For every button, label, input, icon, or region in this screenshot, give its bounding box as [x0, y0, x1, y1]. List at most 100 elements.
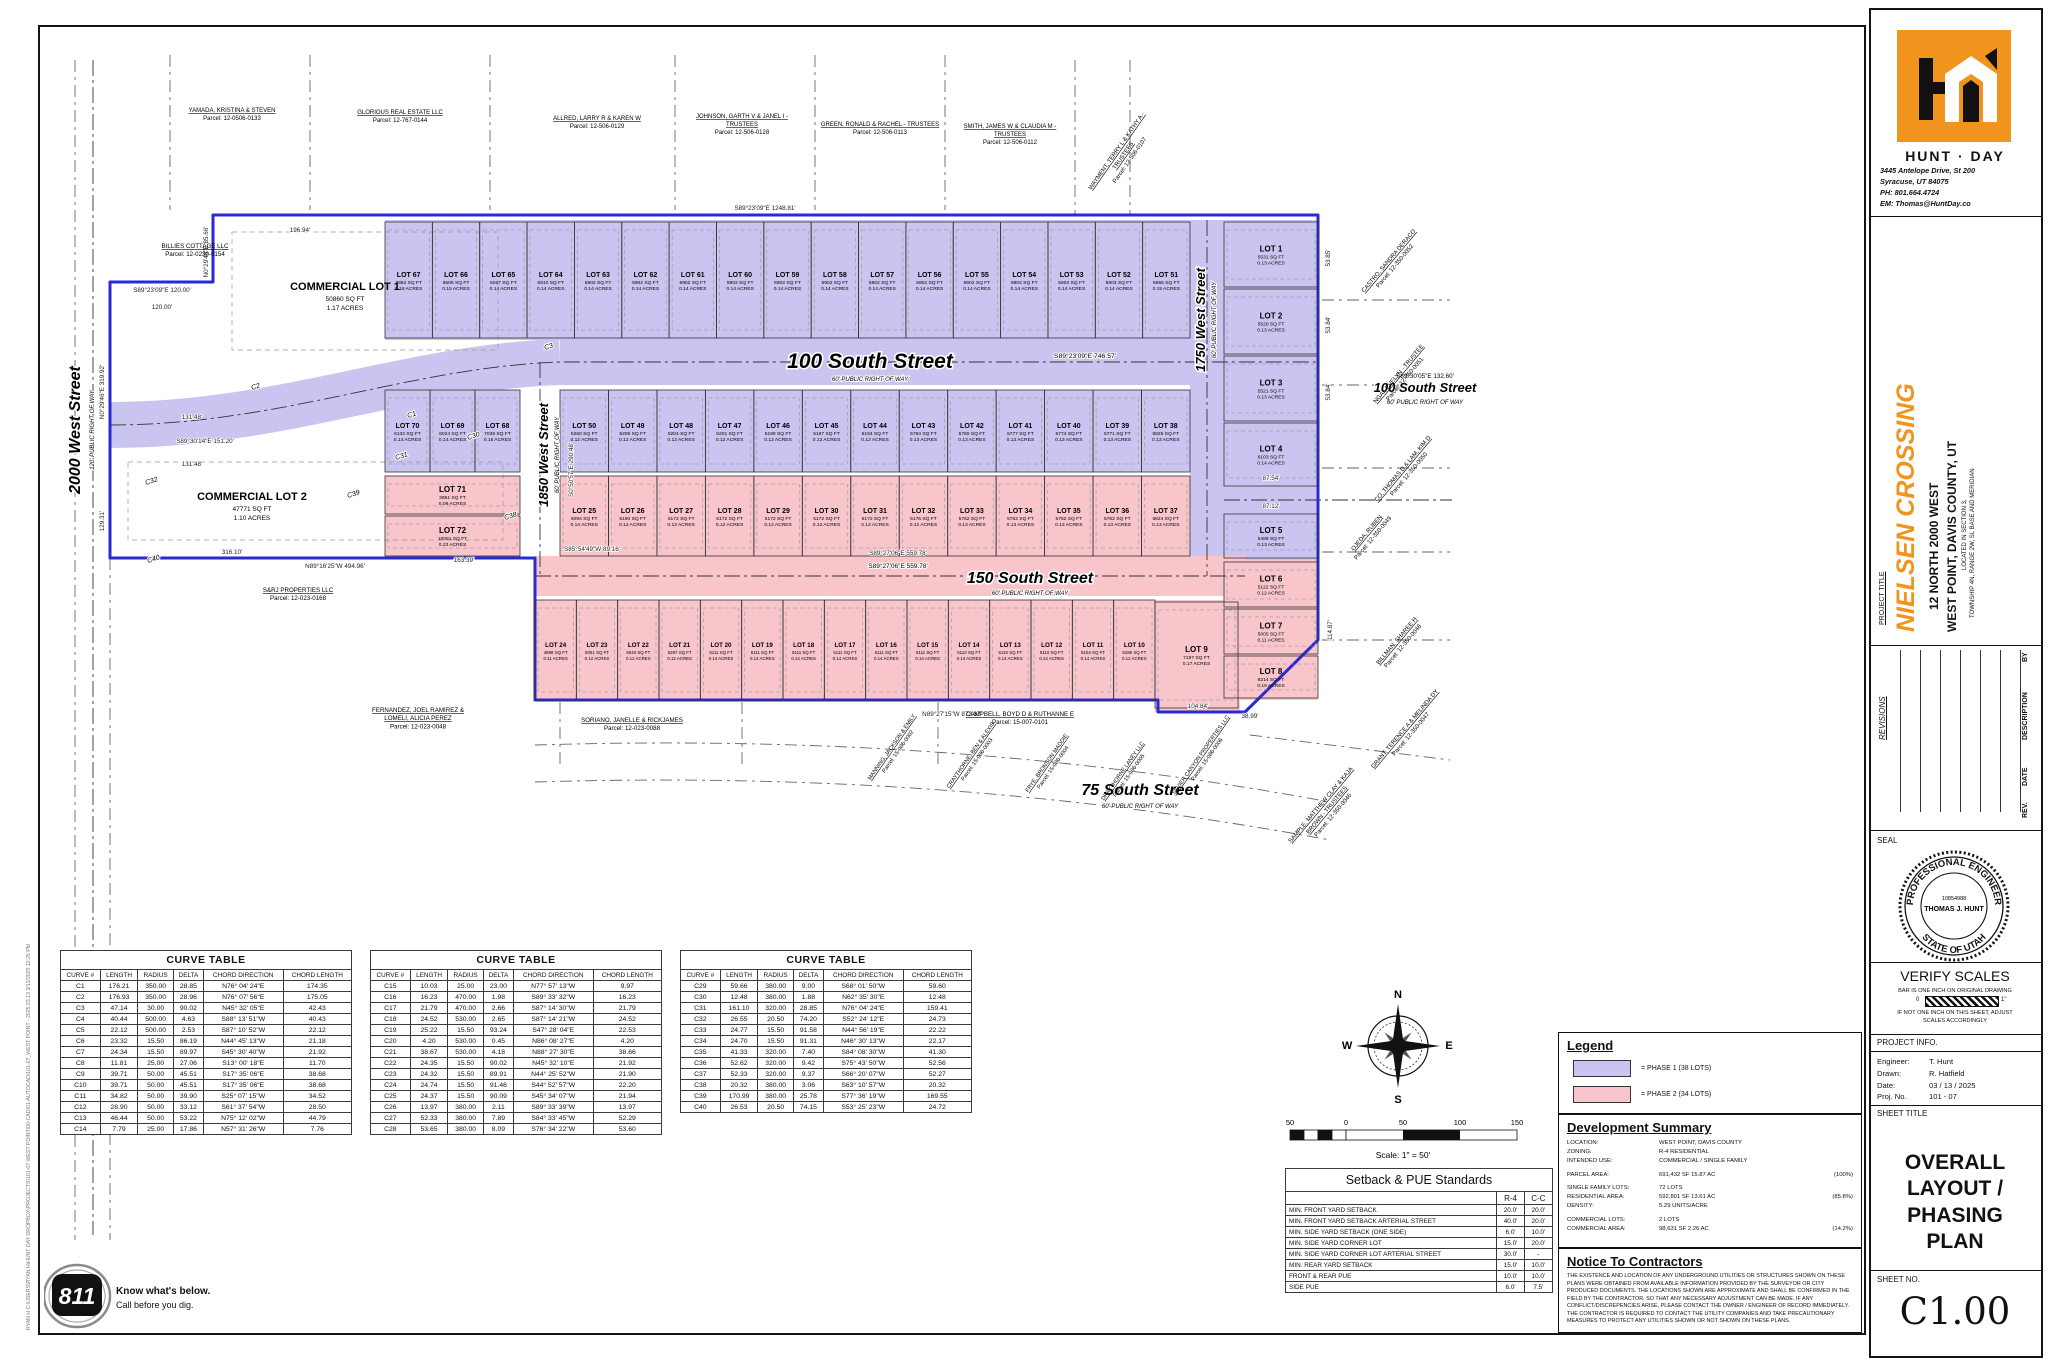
firm-address: 3445 Antelope Drive, St 200 Syracuse, UT…: [1880, 166, 1975, 210]
svg-text:1.10 ACRES: 1.10 ACRES: [234, 515, 271, 522]
svg-text:LOT 37: LOT 37: [1154, 508, 1178, 515]
svg-text:0.12 ACRES: 0.12 ACRES: [716, 437, 744, 443]
svg-text:60' PUBLIC RIGHT OF WAY: 60' PUBLIC RIGHT OF WAY: [1102, 804, 1179, 810]
svg-text:5186 SQ FT: 5186 SQ FT: [1122, 650, 1146, 655]
svg-text:8214 SQ FT: 8214 SQ FT: [1258, 677, 1285, 683]
notice-body: THE EXISTENCE AND LOCATION OF ANY UNDERG…: [1567, 1273, 1850, 1325]
svg-text:0.14 ACRES: 0.14 ACRES: [874, 656, 899, 661]
svg-text:5762 SQ FT: 5762 SQ FT: [959, 516, 986, 522]
svg-text:6655 SQ FT: 6655 SQ FT: [1153, 280, 1180, 286]
curve-table-header: CURVE #: [680, 969, 721, 981]
svg-text:C2: C2: [250, 382, 261, 391]
svg-text:6104 SQ FT: 6104 SQ FT: [1081, 650, 1105, 655]
svg-text:LOT 29: LOT 29: [766, 508, 790, 515]
svg-text:S89°30'14"E 151.20': S89°30'14"E 151.20': [176, 437, 234, 445]
svg-text:LOT 27: LOT 27: [669, 508, 693, 515]
svg-text:100: 100: [1454, 1118, 1467, 1127]
svg-text:0.12 ACRES: 0.12 ACRES: [585, 656, 610, 661]
svg-text:5762 SQ FT: 5762 SQ FT: [1007, 516, 1034, 522]
svg-text:5172 SQ FT: 5172 SQ FT: [765, 516, 792, 522]
owner-label: WAYMENT, TERRY L & KATHY A -TRUSTEESParc…: [1088, 112, 1149, 192]
svg-text:0.14 ACRES: 0.14 ACRES: [1081, 656, 1106, 661]
revisions-col-BY: BY: [2022, 652, 2029, 662]
svg-text:Parcel: 15-007-0101: Parcel: 15-007-0101: [992, 719, 1049, 726]
call-811-number: 811: [59, 1283, 96, 1309]
svg-text:0.13 ACRES: 0.13 ACRES: [1055, 522, 1083, 528]
svg-text:38.99': 38.99': [1242, 713, 1259, 720]
svg-text:150: 150: [1511, 1118, 1524, 1127]
svg-text:0.14 ACRES: 0.14 ACRES: [709, 656, 734, 661]
svg-text:0.12 ACRES: 0.12 ACRES: [813, 522, 841, 528]
svg-text:0.14 ACRES: 0.14 ACRES: [726, 286, 754, 292]
development-summary-box: Development Summary LOCATION:WEST POINT,…: [1558, 1114, 1862, 1248]
svg-text:0.12 ACRES: 0.12 ACRES: [667, 437, 695, 443]
svg-text:S89°27'06"E 559.78': S89°27'06"E 559.78': [868, 562, 927, 570]
firm-email: EM: Thomas@HuntDay.co: [1880, 198, 1971, 208]
svg-text:0.14 ACRES: 0.14 ACRES: [957, 656, 982, 661]
svg-text:Parcel: 12-767-0144: Parcel: 12-767-0144: [373, 118, 428, 124]
svg-text:6110 SQ FT: 6110 SQ FT: [957, 650, 981, 655]
svg-text:LOT 46: LOT 46: [766, 423, 790, 430]
svg-text:LOT 28: LOT 28: [718, 508, 742, 515]
svg-text:120' PUBLIC RIGHT OF WAY: 120' PUBLIC RIGHT OF WAY: [90, 389, 96, 469]
svg-text:LOT 72: LOT 72: [439, 526, 467, 535]
svg-text:5172 SQ FT: 5172 SQ FT: [813, 516, 840, 522]
svg-text:0.13 ACRES: 0.13 ACRES: [1007, 437, 1035, 443]
svg-text:5122 SQ FT: 5122 SQ FT: [1258, 585, 1285, 591]
svg-text:LOT 64: LOT 64: [539, 272, 563, 279]
svg-text:5762 SQ FT: 5762 SQ FT: [1104, 516, 1131, 522]
svg-text:CRAYTHORNE, BEN & ALEXIS: CRAYTHORNE, BEN & ALEXIS: [946, 721, 997, 790]
project-subtitle2: WEST POINT, DAVIS COUNTY, UT: [1945, 440, 1959, 632]
svg-text:2000 West Street: 2000 West Street: [67, 365, 84, 494]
svg-text:Parcel: 12-023-0048: Parcel: 12-023-0048: [390, 723, 447, 730]
verify-scales-inch: 1": [2001, 997, 2007, 1003]
svg-text:60' PUBLIC RIGHT OF WAY: 60' PUBLIC RIGHT OF WAY: [1212, 281, 1218, 358]
svg-text:LOMELI, ALICIA PEREZ: LOMELI, ALICIA PEREZ: [384, 715, 452, 722]
svg-text:0.12 ACRES: 0.12 ACRES: [667, 656, 692, 661]
svg-text:0.14 ACRES: 0.14 ACRES: [537, 286, 565, 292]
svg-text:LOT 19: LOT 19: [752, 642, 774, 649]
svg-text:0.17 ACRES: 0.17 ACRES: [1183, 661, 1211, 667]
svg-text:LOT 70: LOT 70: [396, 423, 420, 430]
owner-label: JOHNSON, GARTH V & JANEL I -TRUSTEESParc…: [696, 114, 788, 136]
svg-text:LOT 14: LOT 14: [959, 642, 981, 649]
svg-text:60' PUBLIC RIGHT OF WAY: 60' PUBLIC RIGHT OF WAY: [555, 416, 561, 493]
street-label: 2000 West Street 120' PUBLIC RIGHT OF WAY: [66, 364, 98, 496]
svg-text:5784 SQ FT: 5784 SQ FT: [910, 431, 937, 437]
svg-text:LOT 59: LOT 59: [776, 272, 800, 279]
svg-text:CASTRO, SANDRA DERACO: CASTRO, SANDRA DERACO: [1361, 228, 1417, 294]
plot-stamp: RYAN H C:\USERS\RYAN H\HUNT DAY DROPBOX\…: [26, 943, 32, 1330]
development-summary-title: Development Summary: [1567, 1120, 1712, 1135]
setback-row: MIN. SIDE YARD SETBACK (ONE SIDE)6.0'10.…: [1284, 1226, 1554, 1238]
legend-box: Legend = PHASE 1 (38 LOTS)= PHASE 2 (34 …: [1558, 1032, 1862, 1114]
svg-text:S: S: [1394, 1094, 1401, 1106]
svg-text:C3: C3: [543, 342, 554, 351]
svg-text:LOT 66: LOT 66: [444, 272, 468, 279]
curve-table-header: DELTA: [172, 969, 204, 981]
svg-text:LOT 68: LOT 68: [486, 423, 510, 430]
drawing-border: [38, 25, 1866, 1335]
